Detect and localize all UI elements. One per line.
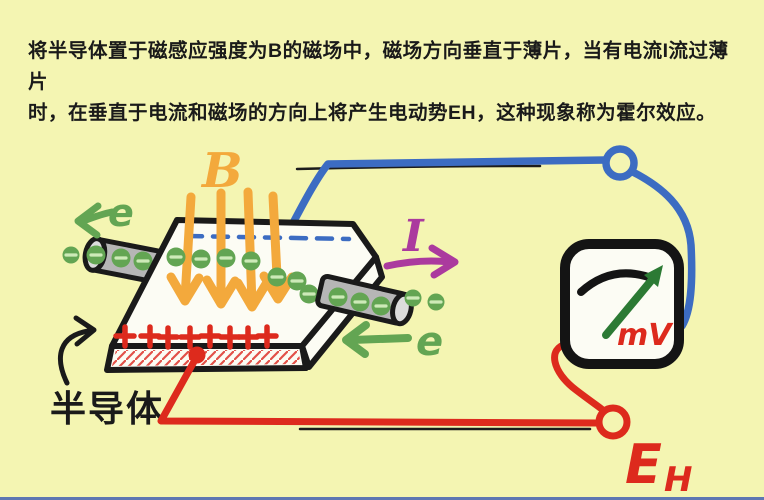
field-arrow-head: [233, 278, 271, 312]
field-arrow-head: [259, 271, 297, 304]
plus-sign: [178, 325, 202, 350]
dashed-boundary-line: [184, 233, 352, 242]
voltmeter-unit-label: mV: [617, 318, 674, 353]
voltmeter-needle-tip: [644, 265, 663, 287]
red-wire-segment-up: [551, 340, 608, 415]
magnetic-field-label: B: [200, 143, 243, 199]
electron-arrow-shaft: [82, 208, 116, 224]
semiconductor-label: 半导体: [50, 388, 164, 429]
hall-emf-label: E H: [625, 433, 692, 500]
blue-wire: [289, 145, 696, 330]
field-arrow-shaft: [243, 187, 257, 309]
plus-sign: [255, 324, 279, 349]
electron-flow-right: e: [342, 319, 443, 365]
blue-wire-loop: [602, 145, 638, 181]
electron-arrow-head: [342, 321, 370, 358]
blue-wire-segment-down: [629, 168, 696, 330]
red-wire: [157, 340, 631, 440]
current-arrow-head: [428, 244, 459, 279]
voltmeter: mV: [560, 239, 684, 369]
red-wire-loop: [595, 404, 631, 440]
plus-sign: [156, 325, 180, 350]
field-arrow-shaft: [180, 192, 196, 303]
electron-label-left: e: [108, 191, 134, 235]
slab-front-face-hatching: [112, 350, 301, 366]
blue-wire-segment: [289, 156, 610, 227]
red-wire-segment: [157, 354, 603, 427]
caption-text: 将半导体置于磁感应强度为B的磁场中，磁场方向垂直于薄片，当有电流I流过薄片 时，…: [28, 36, 746, 129]
plus-sign: [236, 325, 260, 350]
plus-sign: [138, 324, 162, 349]
voltmeter-needle: [602, 272, 659, 339]
plus-sign: [218, 325, 242, 350]
semiconductor-pointer-arrow: [57, 328, 91, 386]
hall-emf-subscript: H: [664, 460, 692, 500]
plus-sign: [113, 324, 137, 349]
plus-sign: [198, 324, 222, 349]
electron-arrow-head: [74, 202, 102, 239]
electron-label-right: e: [416, 319, 443, 365]
electron-flow-left: e: [74, 191, 134, 239]
semiconductor-label-group: 半导体: [50, 315, 164, 429]
right-rod-electrons: [328, 287, 445, 316]
field-arrow-head: [202, 275, 240, 309]
current-label: I: [401, 211, 425, 262]
positive-charges: [113, 324, 279, 350]
current-arrow-shaft: [383, 257, 454, 270]
caption-line-1: 将半导体置于磁感应强度为B的磁场中，磁场方向垂直于薄片，当有电流I流过薄片: [28, 40, 729, 93]
current-arrow: I: [383, 211, 459, 279]
field-arrow-head: [166, 272, 204, 306]
slab-electrons: [166, 247, 319, 304]
bottom-edge-strip: [0, 497, 764, 500]
semiconductor-pointer-head: [73, 315, 97, 347]
caption-line-2: 时，在垂直于电流和磁场的方向上将产生电动势EH，这种现象称为霍尔效应。: [28, 102, 717, 124]
hall-emf-symbol: E: [625, 433, 662, 496]
electron-arrow-shaft: [348, 334, 412, 344]
